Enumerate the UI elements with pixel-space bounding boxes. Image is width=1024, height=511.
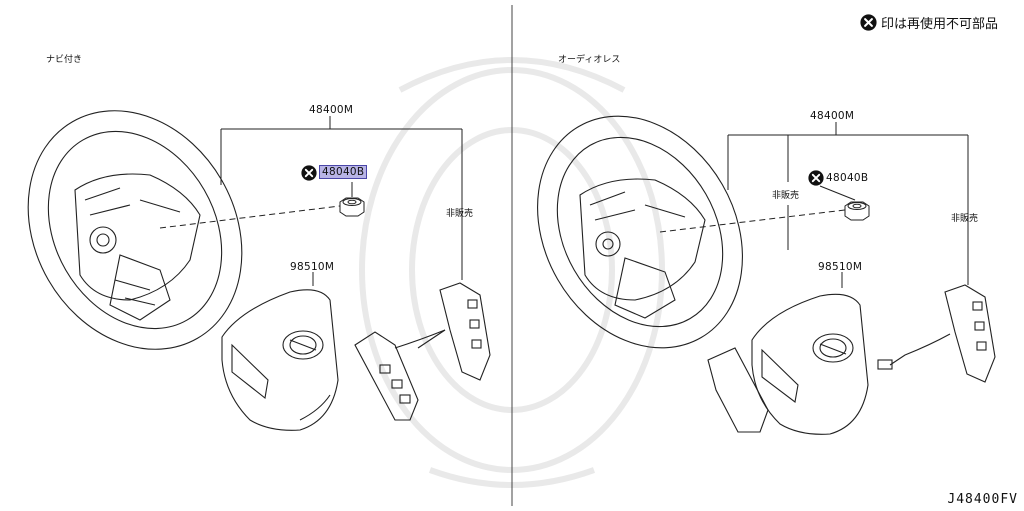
steering-wheel-left	[27, 110, 243, 350]
steering-wheel-right	[537, 115, 743, 349]
not-sold-label-right-2: 非販売	[951, 214, 979, 224]
part-number-98510m-right[interactable]: 98510M	[818, 261, 863, 273]
not-sold-label-right-1: 非販売	[772, 191, 800, 201]
cross-circle-icon	[808, 170, 824, 186]
part-number-48040b-left[interactable]: 48040B	[318, 165, 368, 179]
bolt-48040b-right	[844, 201, 870, 221]
part-number-48040b-right[interactable]: 48040B	[826, 172, 869, 184]
notice-text: 印は再使用不可部品	[880, 17, 998, 32]
airbag-module-right	[751, 293, 869, 435]
variant-label-right: オーディオレス	[558, 55, 621, 65]
switch-assembly-left-upper	[417, 282, 491, 381]
part-number-48400m-left[interactable]: 48400M	[309, 104, 354, 116]
part-number-98510m-left[interactable]: 98510M	[290, 261, 335, 273]
notice-non-reusable: 印は再使用不可部品	[860, 13, 998, 32]
airbag-module-left	[221, 289, 339, 431]
part-number-48400m-right[interactable]: 48400M	[810, 110, 855, 122]
drawing-code: J48400FV	[947, 492, 1018, 507]
switch-assembly-right	[877, 284, 996, 383]
switch-assembly-left-lower	[354, 329, 446, 421]
bolt-48040b-left	[339, 197, 365, 217]
not-sold-label-left: 非販売	[446, 209, 474, 219]
cross-circle-icon	[301, 165, 317, 181]
variant-label-left: ナビ付き	[46, 55, 83, 65]
cross-circle-icon	[860, 14, 877, 31]
blank-cover-right	[707, 347, 769, 433]
